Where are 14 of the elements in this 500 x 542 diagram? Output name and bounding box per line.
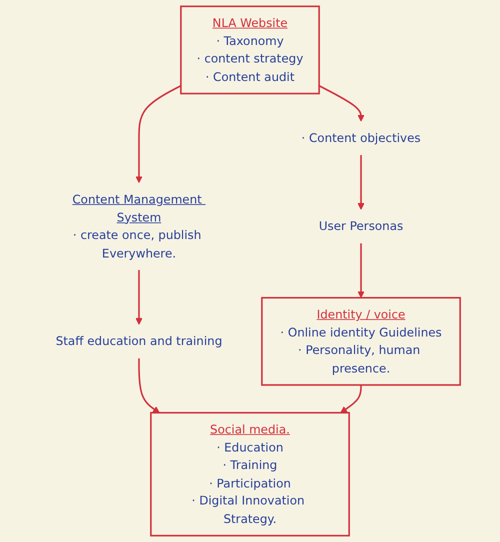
node-box: Social media. · Education · Training · Participation · Digital Innovation Strategy. — [150, 412, 350, 536]
arrow — [138, 358, 160, 414]
node-text: · Content objectives — [301, 130, 421, 146]
arrow — [340, 385, 362, 414]
node-text: Content Management System · create once, publish Everywhere. — [72, 192, 202, 260]
arrow — [136, 270, 142, 325]
arrow — [136, 85, 182, 184]
arrow — [358, 155, 364, 210]
arrow — [358, 243, 364, 298]
node-box: Identity / voice · Online identity Guidelines · Personality, human presence. — [261, 296, 461, 386]
node-text: User Personas — [318, 219, 404, 234]
arrow — [318, 85, 364, 122]
node-box: NLA Website · Taxonomy · content strategy · Content audit — [180, 6, 320, 94]
node-text: Staff education and training — [56, 334, 222, 348]
